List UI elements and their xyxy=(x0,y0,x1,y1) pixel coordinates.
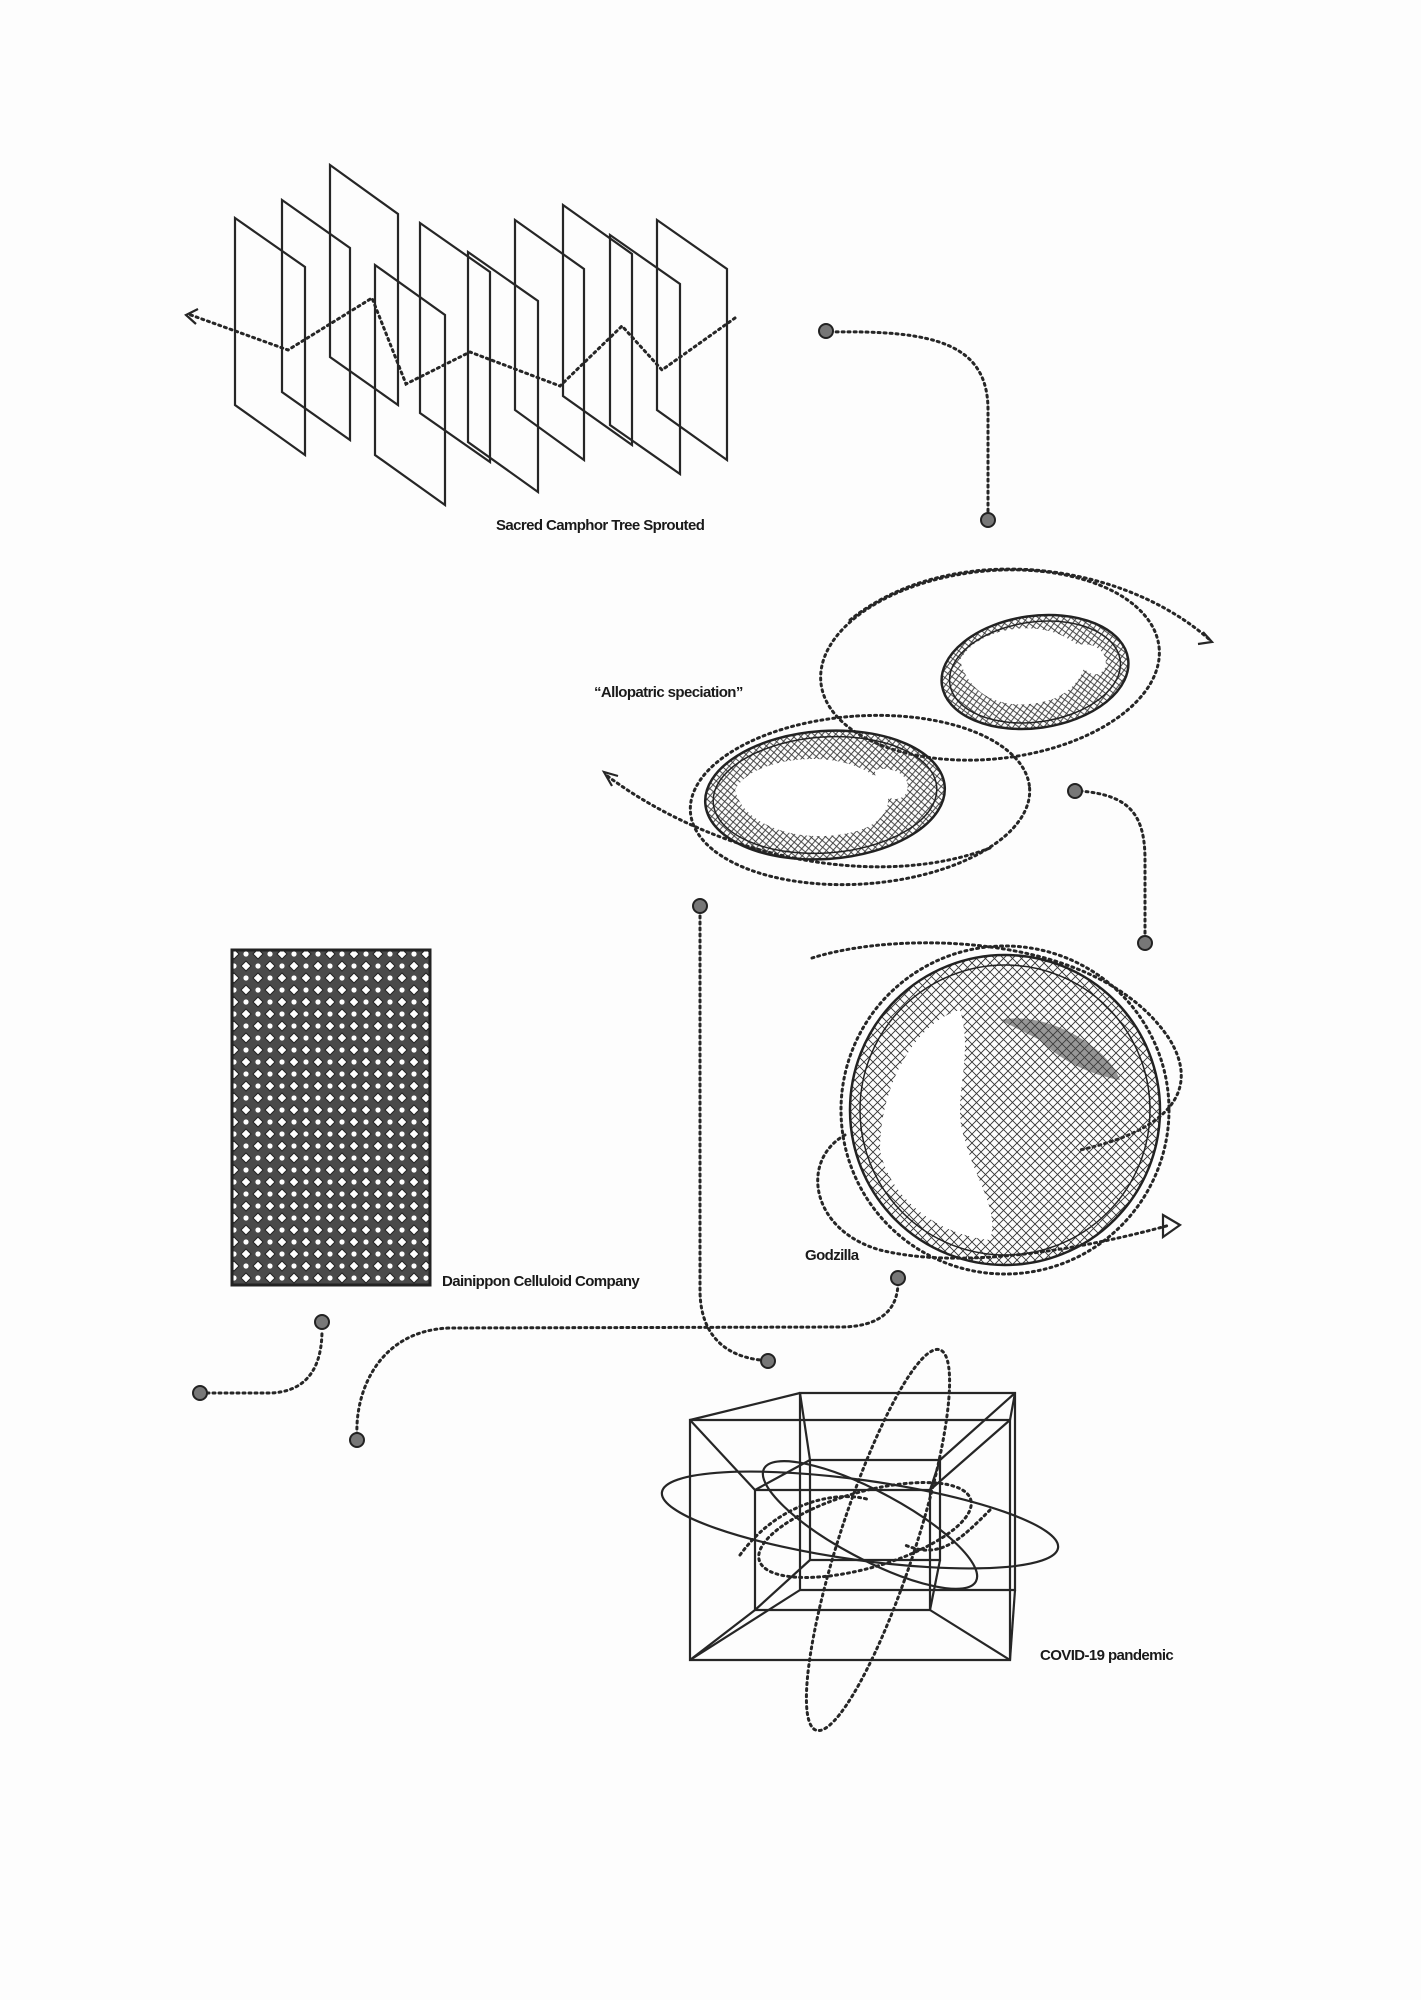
allopatric-discs-figure xyxy=(601,567,1215,887)
label-allopatric: “Allopatric speciation” xyxy=(594,684,743,701)
connector-node-10 xyxy=(760,1353,776,1369)
connector-node-8 xyxy=(890,1270,906,1286)
connector-node-3 xyxy=(1067,783,1083,799)
label-camphor: Sacred Camphor Tree Sprouted xyxy=(496,517,705,534)
connector-node-5 xyxy=(192,1385,208,1401)
connector-allopatric-to-godzilla xyxy=(1067,783,1153,951)
label-dainippon: Dainippon Celluloid Company xyxy=(442,1273,640,1290)
connector-allopatric-to-covid xyxy=(692,898,776,1369)
label-godzilla: Godzilla xyxy=(805,1247,860,1264)
label-covid: COVID-19 pandemic xyxy=(1040,1647,1173,1664)
connector-node-7 xyxy=(349,1432,365,1448)
camphor-planes-figure xyxy=(184,162,737,508)
godzilla-disc-figure xyxy=(810,941,1183,1276)
dainippon-pattern-figure xyxy=(230,948,432,1287)
connector-node-2 xyxy=(980,512,996,528)
connector-dainippon-left xyxy=(192,1314,330,1401)
connector-node-6 xyxy=(314,1314,330,1330)
connector-camphor-to-allopatric xyxy=(818,323,996,528)
connector-node-4 xyxy=(1137,935,1153,951)
connector-node-9 xyxy=(692,898,708,914)
connector-node-1 xyxy=(818,323,834,339)
connector-to-godzilla-from-left xyxy=(349,1270,906,1448)
covid-tesseract-figure xyxy=(660,1347,1060,1733)
